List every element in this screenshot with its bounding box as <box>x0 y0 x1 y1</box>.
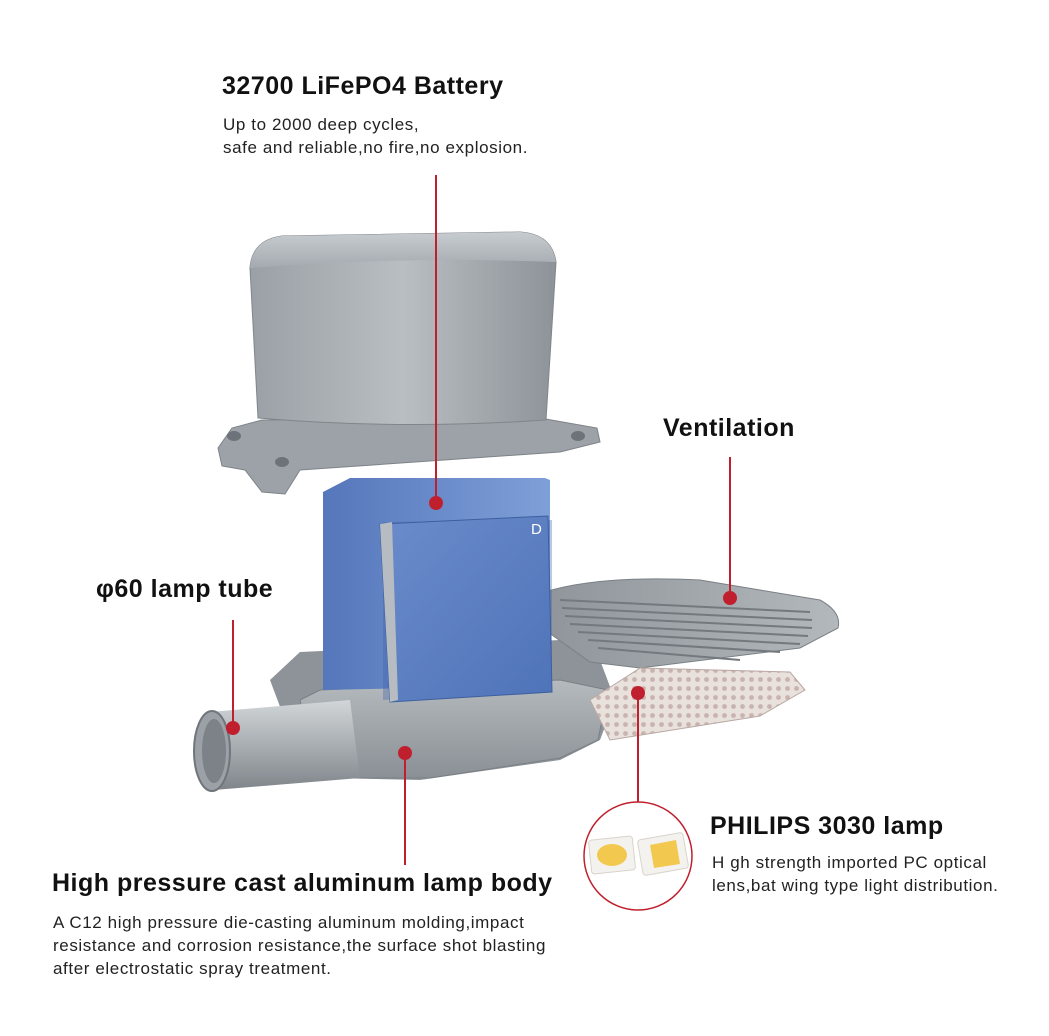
lamp-tube <box>193 700 360 792</box>
lamp-body-title: High pressure cast aluminum lamp body <box>52 869 553 897</box>
leader-lines <box>226 175 737 865</box>
battery-face-letter: D <box>531 521 542 538</box>
battery-desc-line1: Up to 2000 deep cycles, <box>223 115 420 134</box>
led-chip-round-icon <box>588 835 636 875</box>
battery-pack <box>323 478 553 703</box>
battery-cover <box>217 231 601 495</box>
philips-desc-line2: lens,bat wing type light distribution. <box>712 876 999 895</box>
led-chip-callout <box>583 801 693 911</box>
heat-sink-fins <box>544 578 840 669</box>
lamp-body-desc-line3: after electrostatic spray treatment. <box>53 959 332 978</box>
led-lens-module <box>589 667 806 741</box>
philips-title: PHILIPS 3030 lamp <box>710 812 944 840</box>
lamp-body-desc-line1: A C12 high pressure die-casting aluminum… <box>53 913 525 932</box>
lamp-tube-title: φ60 lamp tube <box>96 575 274 603</box>
battery-title: 32700 LiFePO4 Battery <box>222 72 504 100</box>
lamp-body-desc-line2: resistance and corrosion resistance,the … <box>53 936 547 955</box>
ventilation-title: Ventilation <box>663 414 795 442</box>
philips-desc-line1: H gh strength imported PC optical <box>712 853 987 872</box>
battery-desc-line2: safe and reliable,no fire,no explosion. <box>223 138 529 157</box>
led-chip-square-icon <box>637 832 689 876</box>
